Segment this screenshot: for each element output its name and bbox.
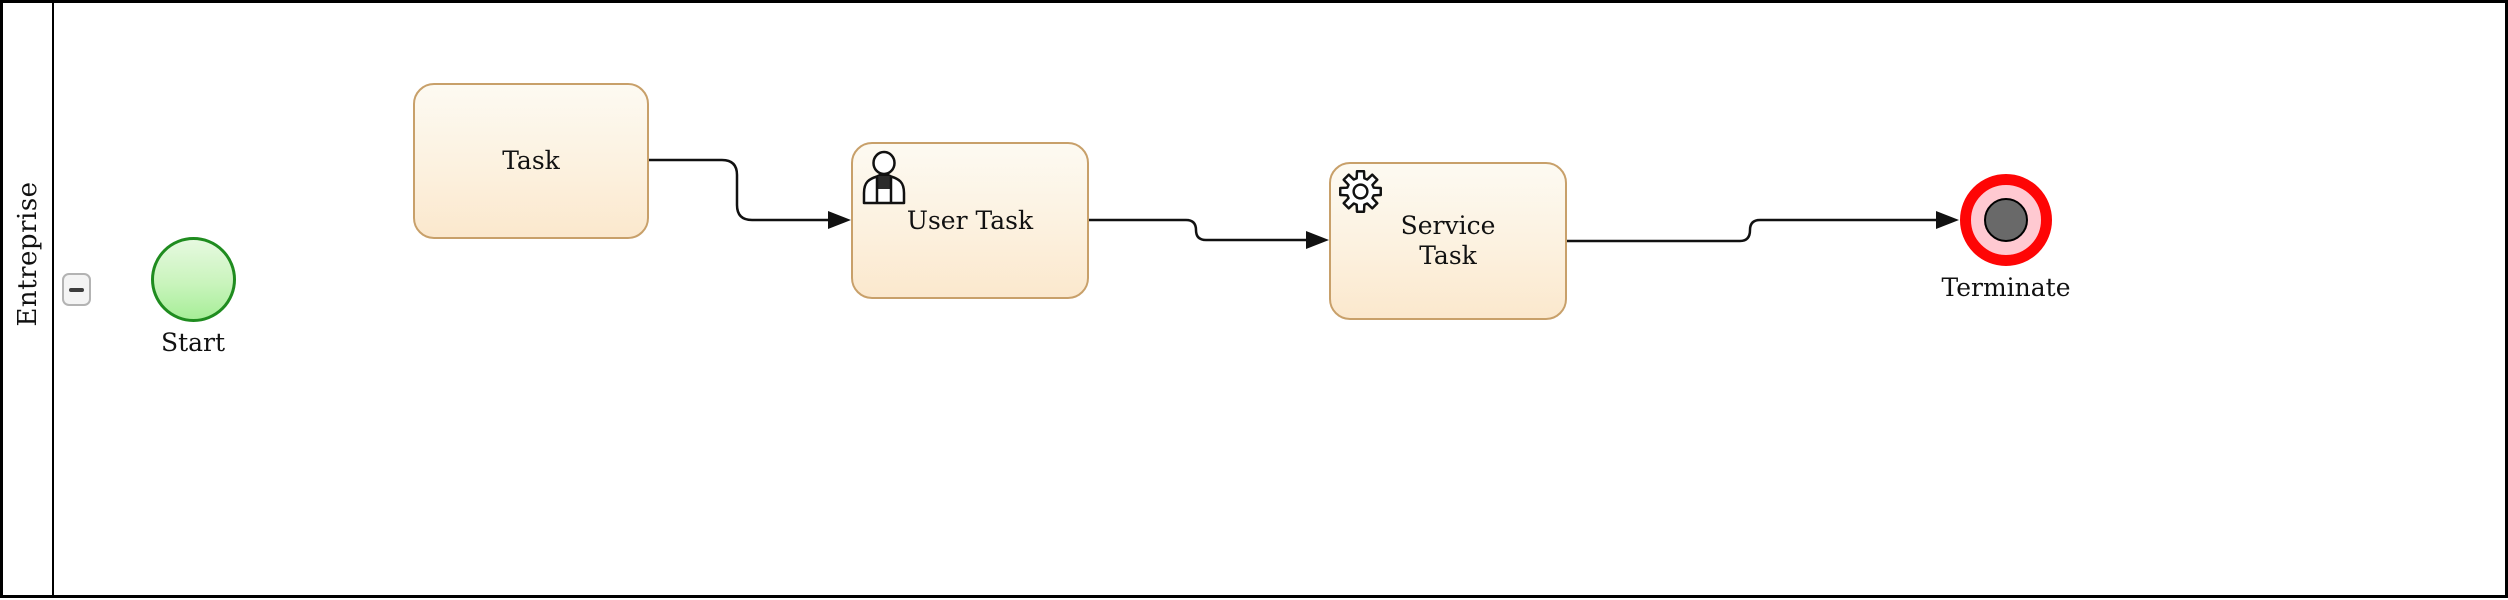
collapse-pool-button[interactable] (62, 273, 91, 306)
service-task-node[interactable]: Service Task (1329, 162, 1567, 320)
user-task-node[interactable]: User Task (851, 142, 1089, 299)
gear-icon (1339, 170, 1382, 213)
task-node[interactable]: Task (413, 83, 649, 239)
terminate-event-label: Terminate (1941, 273, 2071, 302)
start-event-label: Start (160, 328, 226, 357)
sequence-flow-service-task-to-terminate[interactable] (1567, 211, 1959, 243)
minus-icon (69, 287, 84, 292)
sequence-flow-user-task-to-service-task[interactable] (1089, 218, 1329, 249)
arrowhead-icon (1936, 211, 1959, 229)
terminate-end-event[interactable] (1960, 174, 2052, 266)
sequence-flow-task-to-user-task[interactable] (649, 158, 851, 229)
user-icon (862, 150, 906, 205)
start-event[interactable] (151, 237, 236, 322)
pool-header[interactable]: Entreprise (3, 3, 54, 595)
arrowhead-icon (828, 211, 851, 229)
arrowhead-icon (1306, 231, 1329, 249)
user-task-label: User Task (906, 205, 1034, 235)
terminate-core-icon (1984, 198, 2028, 242)
task-label: Task (502, 146, 560, 175)
service-task-label: Service Task (1400, 211, 1496, 270)
